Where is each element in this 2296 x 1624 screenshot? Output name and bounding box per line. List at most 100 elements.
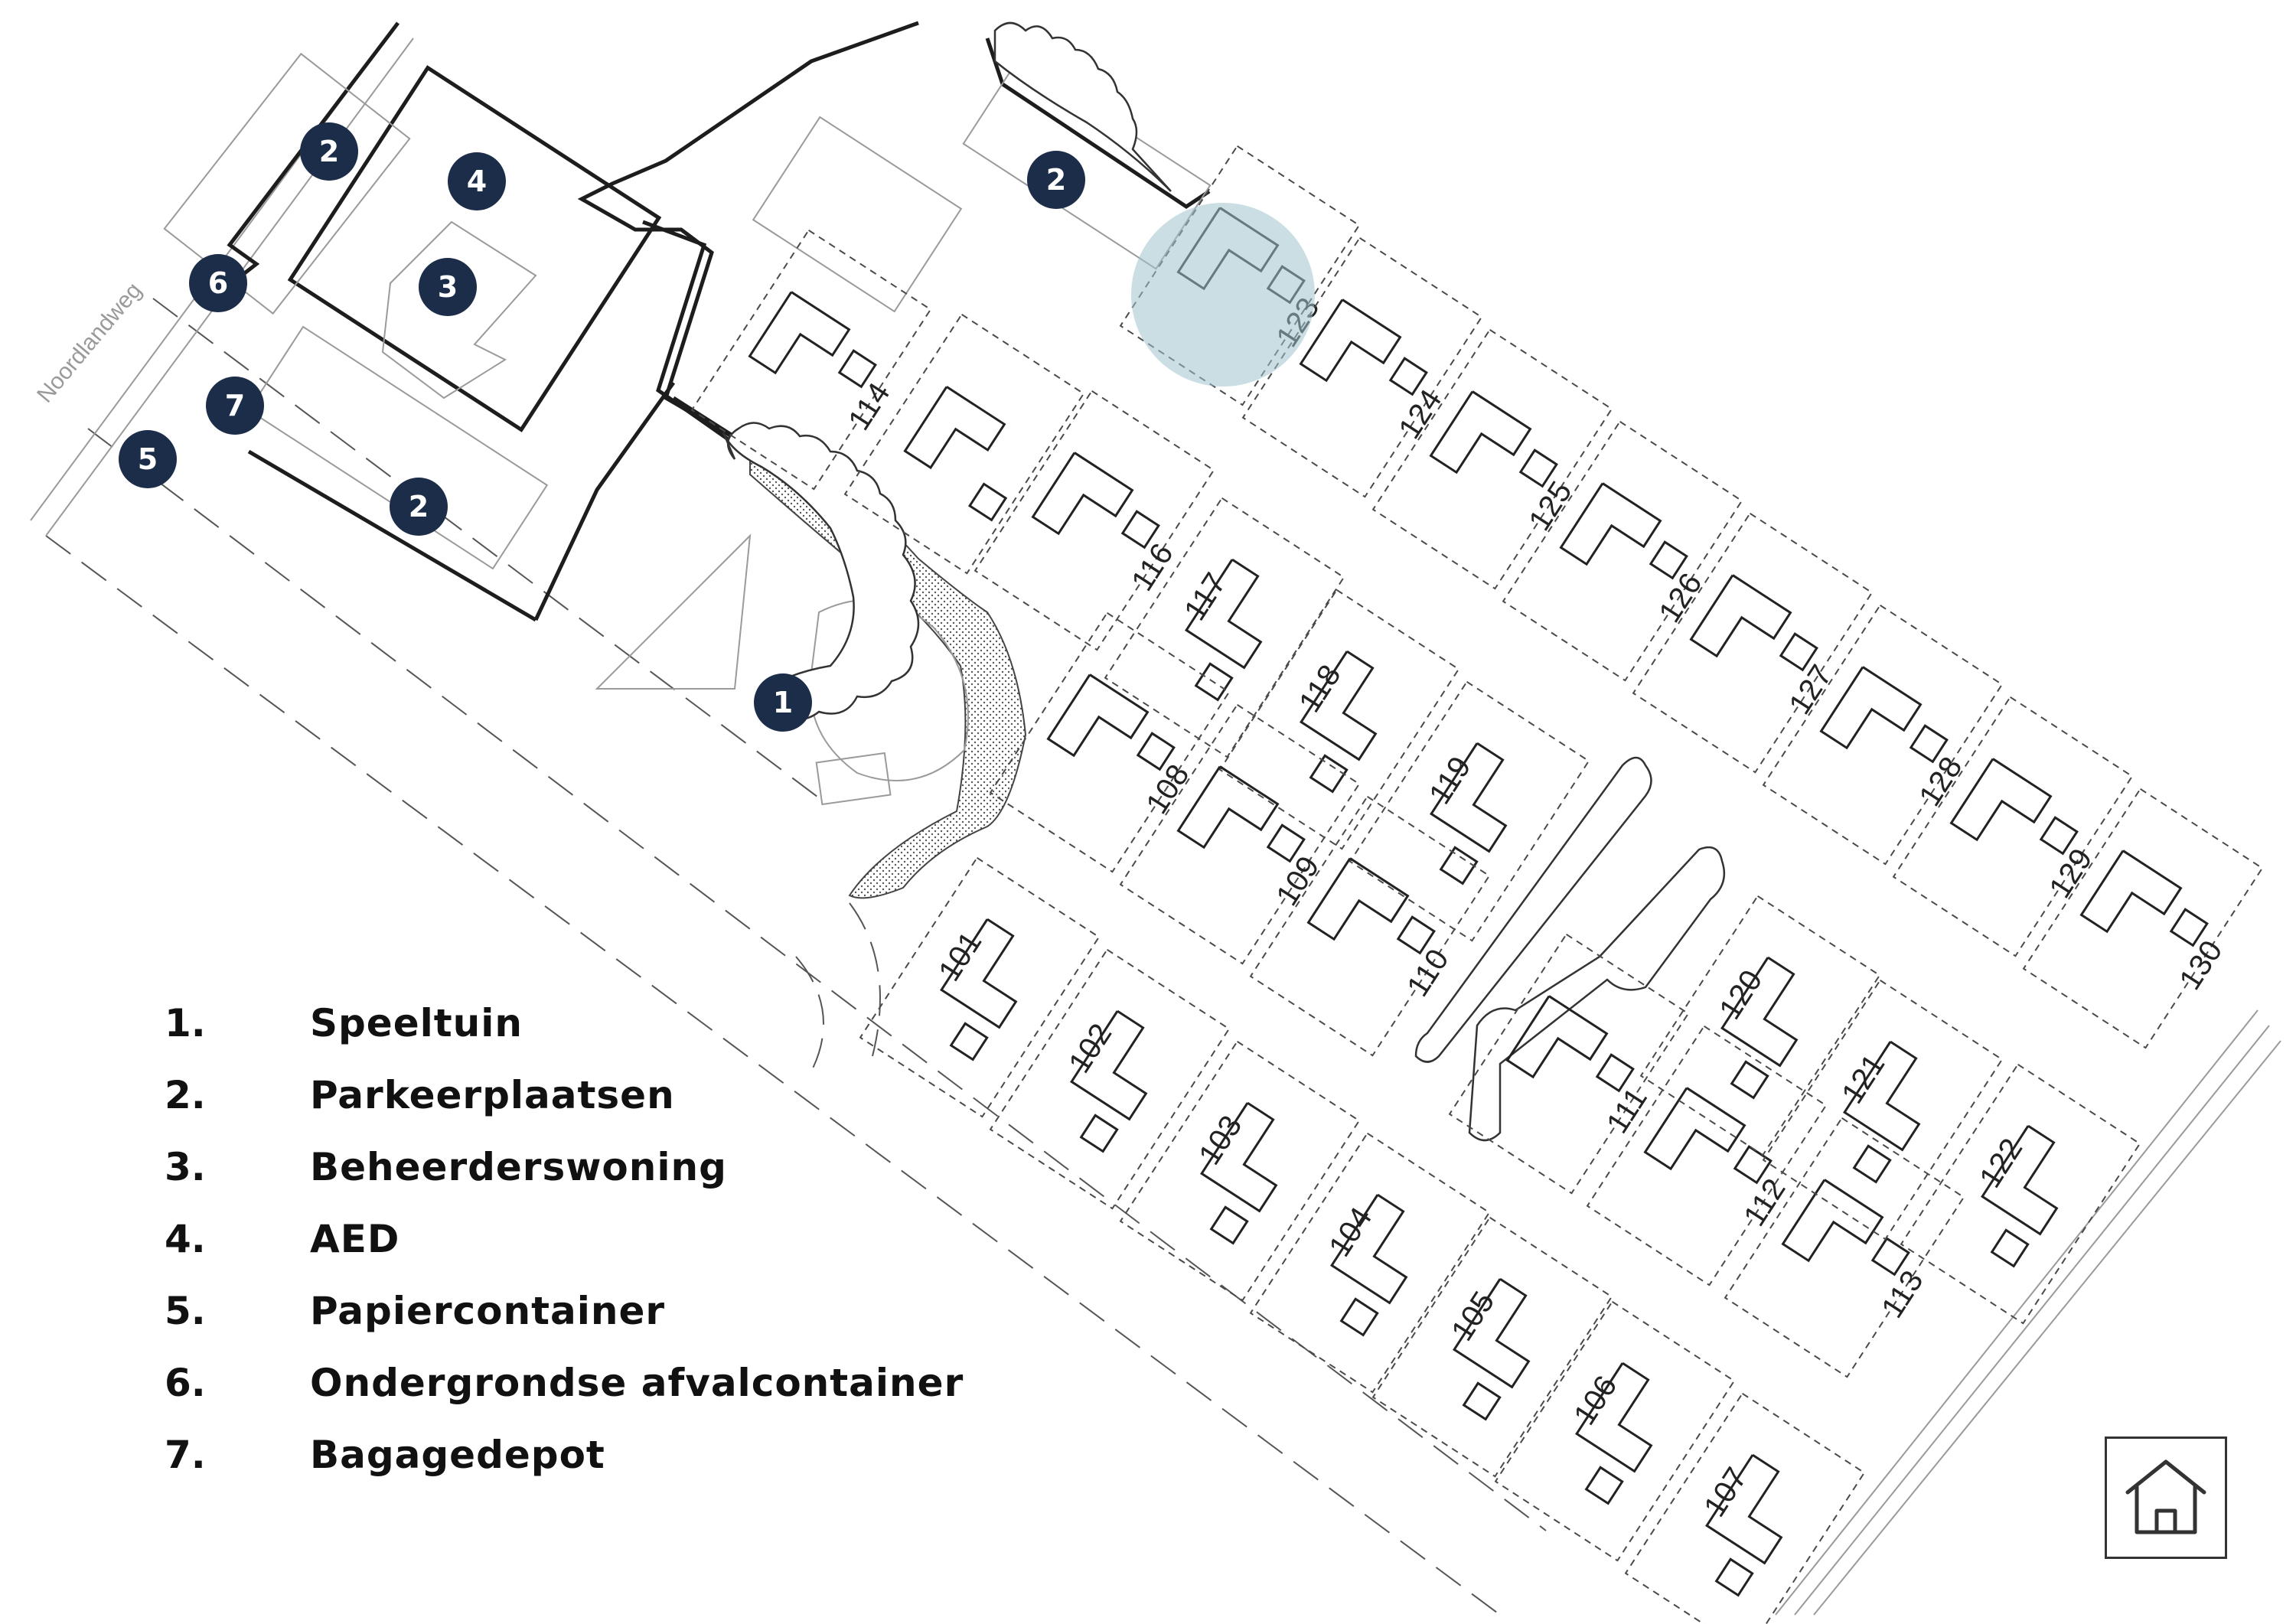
plot-boundary xyxy=(1502,420,1743,682)
lot-129[interactable]: 129 xyxy=(1892,696,2148,966)
lot-121[interactable]: 121 xyxy=(1762,979,2004,1241)
lot-103[interactable]: 103 xyxy=(1119,1040,1361,1302)
house-outline xyxy=(1843,1040,1921,1152)
lot-number-label: 122 xyxy=(1973,1133,2029,1194)
lot-106[interactable]: 106 xyxy=(1494,1300,1736,1562)
lot-number-label: 105 xyxy=(1445,1286,1501,1347)
legend-item-7: 7. Bagagedepot xyxy=(165,1419,964,1491)
badge-1[interactable]: 1 xyxy=(754,673,812,732)
plot-boundary xyxy=(1119,1040,1361,1302)
lot-number-label: 110 xyxy=(1401,943,1456,1002)
legend-number: 5. xyxy=(165,1289,206,1333)
plot-unlabelled xyxy=(843,313,1085,575)
lot-number-label: 114 xyxy=(842,377,897,435)
legend-label: Speeltuin xyxy=(310,1001,523,1045)
shed-outline xyxy=(1120,510,1160,549)
shed-outline xyxy=(1730,1060,1769,1100)
lot-number-label: 116 xyxy=(1125,537,1180,596)
shed-outline xyxy=(1462,1381,1502,1421)
house-outline xyxy=(1705,1453,1783,1565)
house-outline xyxy=(1559,482,1662,566)
house-outline xyxy=(1046,673,1150,758)
lot-number-label: 113 xyxy=(1875,1264,1930,1323)
shed-outline xyxy=(1309,754,1349,794)
plot-boundary xyxy=(859,856,1101,1118)
lot-108[interactable]: 108 xyxy=(989,611,1244,882)
legend-item-2: 2. Parkeerplaatsen xyxy=(165,1059,964,1131)
house-outline xyxy=(1330,1193,1408,1305)
badge-5[interactable]: 5 xyxy=(119,430,177,488)
legend-item-3: 3. Beheerderswoning xyxy=(165,1131,964,1203)
lot-113[interactable]: 113 xyxy=(1724,1117,1979,1387)
lot-104[interactable]: 104 xyxy=(1249,1132,1491,1394)
lot-130[interactable]: 130 xyxy=(2022,788,2278,1058)
badge-2-top-right[interactable]: 2 xyxy=(1027,151,1085,209)
plot-boundary xyxy=(989,948,1231,1210)
plot-boundary xyxy=(1494,1300,1736,1562)
svg-text:4: 4 xyxy=(467,165,487,198)
lot-118[interactable]: 118 xyxy=(1218,589,1460,850)
lot-number-label: 111 xyxy=(1600,1082,1654,1140)
house-outline xyxy=(1453,1277,1531,1389)
lot-107[interactable]: 107 xyxy=(1624,1392,1866,1624)
legend-item-5: 5. Papiercontainer xyxy=(165,1275,964,1347)
legend-number: 1. xyxy=(165,1001,206,1045)
badge-6[interactable]: 6 xyxy=(189,254,247,312)
badge-7[interactable]: 7 xyxy=(206,377,264,435)
plot-boundary xyxy=(690,229,932,491)
shed-outline xyxy=(1714,1557,1754,1597)
shed-outline xyxy=(1339,1297,1379,1337)
highlighted-lot-marker xyxy=(1131,203,1315,386)
lot-112[interactable]: 112 xyxy=(1586,1025,1841,1295)
house-outline xyxy=(1185,558,1263,670)
lot-125[interactable]: 125 xyxy=(1371,328,1627,598)
house-outline xyxy=(1306,857,1410,941)
legend-item-1: 1. Speeltuin xyxy=(165,987,964,1059)
home-button[interactable] xyxy=(2105,1436,2227,1559)
plot-boundary xyxy=(1249,1132,1491,1394)
shed-outline xyxy=(837,349,877,389)
lot-117[interactable]: 117 xyxy=(1104,497,1345,758)
lot-number-label: 118 xyxy=(1293,659,1348,718)
house-outline xyxy=(1176,765,1280,850)
lot-102[interactable]: 102 xyxy=(989,948,1231,1210)
badge-2-top-left[interactable]: 2 xyxy=(300,122,358,181)
lot-127[interactable]: 127 xyxy=(1632,512,1887,782)
svg-text:1: 1 xyxy=(773,686,793,719)
plot-boundary xyxy=(1639,895,1881,1156)
shed-outline xyxy=(1079,1114,1119,1153)
lot-number-label: 130 xyxy=(2173,934,2229,996)
plot-boundary xyxy=(1900,1063,2141,1325)
plot-boundary xyxy=(974,390,1215,651)
svg-text:3: 3 xyxy=(438,270,458,304)
legend-label: Bagagedepot xyxy=(310,1433,605,1477)
house-outline xyxy=(940,918,1018,1029)
badge-3[interactable]: 3 xyxy=(419,258,477,316)
shed-outline xyxy=(1649,540,1688,580)
lot-128[interactable]: 128 xyxy=(1762,604,2017,874)
shed-outline xyxy=(1779,632,1818,672)
svg-text:7: 7 xyxy=(225,389,245,422)
lot-105[interactable]: 105 xyxy=(1371,1216,1613,1478)
house-outline xyxy=(1949,758,2053,842)
shed-outline xyxy=(1990,1228,2030,1268)
legend-label: AED xyxy=(310,1217,400,1261)
lot-number-label: 112 xyxy=(1737,1172,1792,1231)
lot-126[interactable]: 126 xyxy=(1502,420,1757,690)
legend-number: 6. xyxy=(165,1361,206,1405)
shed-outline xyxy=(1266,823,1306,863)
legend-number: 4. xyxy=(165,1217,206,1261)
badge-2-lower[interactable]: 2 xyxy=(390,478,448,536)
house-outline xyxy=(1689,574,1792,658)
house-outline xyxy=(748,291,851,375)
plot-boundary xyxy=(2022,788,2264,1049)
plot-boundary xyxy=(1624,1392,1866,1624)
svg-text:5: 5 xyxy=(138,442,158,476)
lot-122[interactable]: 122 xyxy=(1900,1063,2141,1325)
lot-number-label: 104 xyxy=(1322,1202,1378,1263)
plot-boundary xyxy=(1762,604,2004,866)
legend-label: Ondergrondse afvalcontainer xyxy=(310,1361,964,1405)
badge-4[interactable]: 4 xyxy=(448,152,506,210)
home-icon xyxy=(2125,1459,2206,1534)
